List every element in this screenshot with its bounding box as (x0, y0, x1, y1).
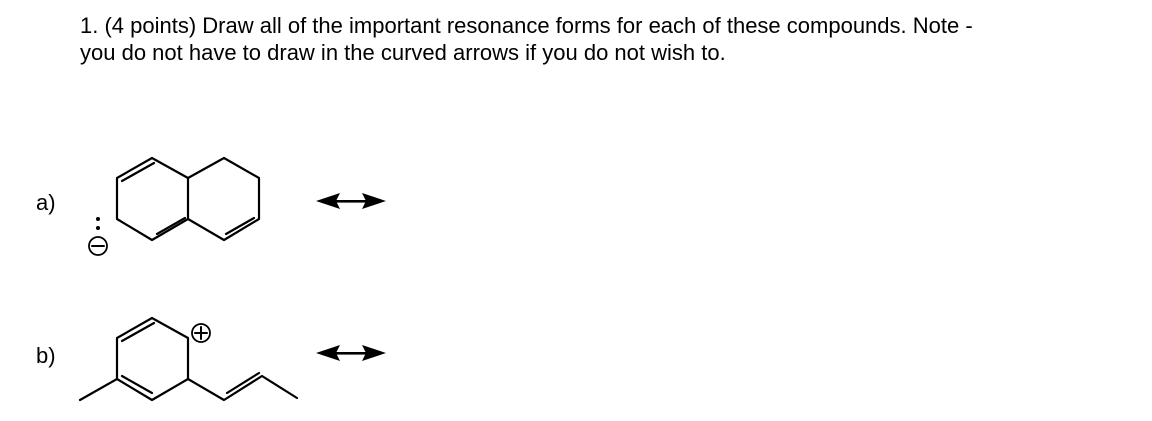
structure-a-right-ring (186, 156, 261, 242)
structure-b-double-bond-top (120, 321, 156, 343)
part-a-label: a) (36, 190, 56, 215)
structure-a-lone-pair (96, 217, 100, 230)
structure-b-ring (115, 316, 190, 402)
structure-a-double-bond-bottom (155, 216, 187, 236)
structure-b-side-chain (186, 374, 299, 402)
structure-a-left-ring (115, 156, 190, 242)
structure-b-side-double-bond (225, 371, 261, 395)
structure-a (115, 156, 261, 242)
question-line-2: you do not have to draw in the curved ar… (80, 40, 726, 65)
resonance-arrow-b-icon (316, 345, 386, 361)
question-text: 1. (4 points) Draw all of the important … (80, 12, 1130, 66)
part-b-label: b) (36, 343, 56, 368)
structure-a-negative-charge-icon (88, 236, 108, 256)
structure-a-double-bond-top (120, 161, 156, 183)
structure-b-double-bond-bottom (120, 374, 154, 395)
structure-a-double-bond-right (224, 216, 256, 236)
question-line-1: 1. (4 points) Draw all of the important … (80, 13, 973, 38)
structure-b-positive-charge-icon (191, 323, 211, 343)
structure-b-methyl (78, 377, 119, 402)
resonance-arrow-a-icon (316, 193, 386, 209)
structure-b (78, 316, 299, 402)
